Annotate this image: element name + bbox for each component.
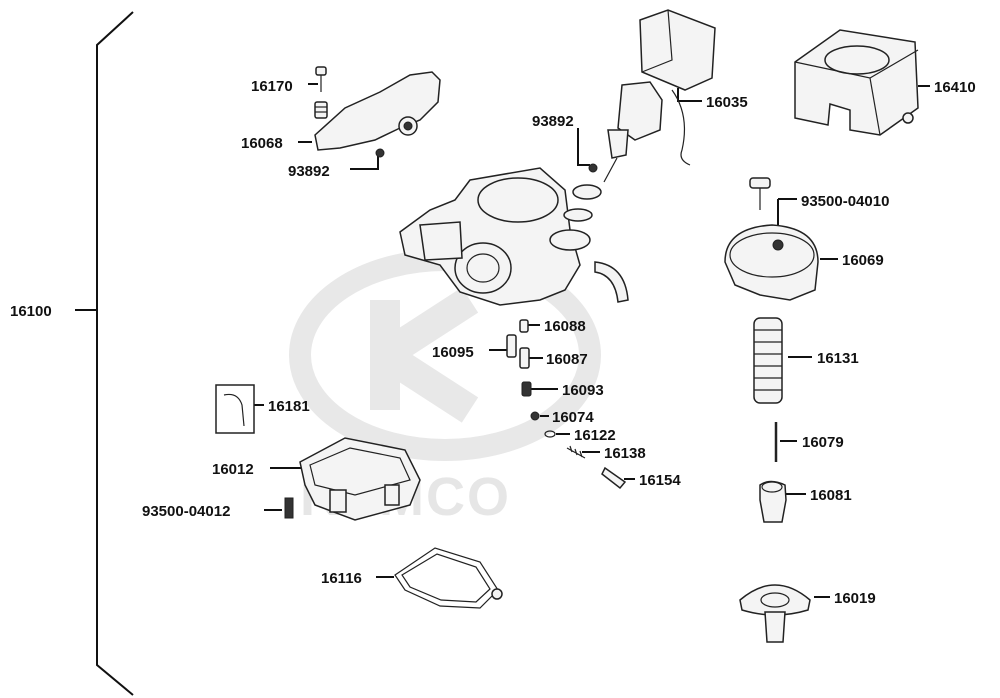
- carburetor-body-drawing: [399, 167, 629, 306]
- label-16087: 16087: [546, 351, 588, 368]
- label-93500-04012: 93500-04012: [142, 503, 230, 520]
- throttle-bracket-drawing: [314, 66, 441, 158]
- label-16012: 16012: [212, 461, 254, 478]
- label-16138: 16138: [604, 445, 646, 462]
- label-16093: 16093: [562, 382, 604, 399]
- label-16154: 16154: [639, 472, 681, 489]
- label-16100: 16100: [10, 303, 52, 320]
- label-16131: 16131: [817, 350, 859, 367]
- label-16019: 16019: [834, 590, 876, 607]
- label-16088: 16088: [544, 318, 586, 335]
- label-16074: 16074: [552, 409, 594, 426]
- part-labels: 16100 16170 16068 93892 93892 16035 1641…: [10, 78, 976, 607]
- tube-16181-drawing: [215, 384, 255, 434]
- top-cover-drawing: [794, 29, 919, 136]
- gasket-drawing: [394, 547, 503, 609]
- jets-drawing: [506, 319, 627, 490]
- assembly-bracket: [75, 11, 134, 696]
- label-16081: 16081: [810, 487, 852, 504]
- label-16181: 16181: [268, 398, 310, 415]
- label-16410: 16410: [934, 79, 976, 96]
- label-93500-04010: 93500-04010: [801, 193, 889, 210]
- label-16069: 16069: [842, 252, 884, 269]
- label-16122: 16122: [574, 427, 616, 444]
- label-16170: 16170: [251, 78, 293, 95]
- label-16079: 16079: [802, 434, 844, 451]
- slide-assembly-drawing: [724, 177, 819, 643]
- leader-lines: [254, 83, 930, 598]
- label-16116: 16116: [321, 570, 362, 587]
- label-16035: 16035: [706, 94, 748, 111]
- label-93892-center: 93892: [532, 113, 574, 130]
- float-chamber-drawing: [284, 437, 421, 521]
- label-16095: 16095: [432, 344, 474, 361]
- label-16068: 16068: [241, 135, 283, 152]
- auto-choke-drawing: [588, 9, 716, 183]
- label-93892-left: 93892: [288, 163, 330, 180]
